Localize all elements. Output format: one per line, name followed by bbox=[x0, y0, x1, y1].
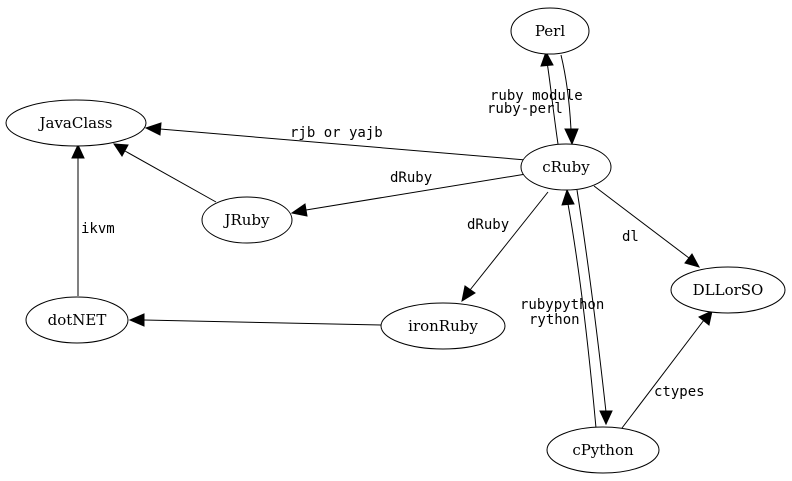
node-ellipse bbox=[5, 99, 147, 147]
arrow-head-icon bbox=[128, 313, 145, 327]
node-dllorso[interactable]: DLLorSO bbox=[670, 266, 786, 314]
edge-line bbox=[567, 203, 597, 429]
edge-line bbox=[305, 173, 527, 211]
edge-cruby-to-jruby bbox=[290, 173, 527, 217]
arrow-head-icon bbox=[684, 253, 701, 268]
edge-label-druby-jruby: dRuby bbox=[390, 170, 432, 186]
edge-line bbox=[560, 54, 572, 131]
node-jruby[interactable]: JRuby bbox=[201, 196, 293, 244]
node-label-ironruby: ironRuby bbox=[408, 317, 478, 335]
arrow-head-icon bbox=[564, 128, 579, 146]
edge-line bbox=[159, 128, 527, 161]
node-label-javaclass: JavaClass bbox=[38, 114, 113, 132]
node-ironruby[interactable]: ironRuby bbox=[380, 302, 506, 350]
edge-cruby-to-ironruby bbox=[461, 191, 549, 303]
arrow-head-icon bbox=[540, 50, 554, 67]
edge-line bbox=[621, 319, 705, 429]
arrow-head-icon bbox=[698, 310, 713, 326]
node-label-jruby: JRuby bbox=[222, 211, 270, 229]
node-label-cruby: cRuby bbox=[542, 158, 590, 176]
node-perl[interactable]: Perl bbox=[510, 7, 590, 55]
node-cpython[interactable]: cPython bbox=[546, 426, 660, 474]
node-label-dotnet: dotNET bbox=[48, 311, 107, 329]
node-label-perl: Perl bbox=[535, 22, 565, 40]
node-ellipse bbox=[510, 7, 590, 55]
arrow-head-icon bbox=[599, 410, 613, 426]
edge-label-ruby-perl: ruby-perl bbox=[487, 101, 563, 117]
edge-line bbox=[546, 61, 559, 145]
arrow-head-icon bbox=[144, 122, 162, 136]
edge-perl-to-cruby bbox=[560, 54, 579, 146]
edge-jruby-to-javaclass bbox=[113, 143, 217, 203]
edge-line bbox=[576, 189, 607, 413]
node-ellipse bbox=[201, 196, 293, 244]
edge-label-rython: rython bbox=[529, 312, 580, 328]
arrow-head-icon bbox=[113, 143, 129, 157]
edge-label-ruby-module: ruby module bbox=[490, 88, 583, 104]
edge-cpython-to-dllorso bbox=[621, 310, 713, 429]
edge-cruby-to-cpython bbox=[576, 189, 613, 426]
edge-ironruby-to-dotnet bbox=[128, 313, 382, 327]
edge-cpython-to-cruby bbox=[561, 188, 597, 429]
edge-line bbox=[124, 150, 217, 203]
arrow-head-icon bbox=[561, 188, 575, 206]
nodes: Perl JavaClass cRuby JRuby dotNET ironRu… bbox=[5, 7, 786, 474]
node-cruby[interactable]: cRuby bbox=[520, 143, 612, 191]
edge-label-ctypes: ctypes bbox=[654, 384, 705, 400]
edge-line bbox=[593, 185, 690, 259]
arrow-head-icon bbox=[290, 203, 308, 217]
edge-label-rjb-or-yajb: rjb or yajb bbox=[290, 125, 383, 141]
node-javaclass[interactable]: JavaClass bbox=[5, 99, 147, 147]
edge-label-ikvm: ikvm bbox=[81, 221, 115, 237]
edge-label-druby-ironruby: dRuby bbox=[467, 217, 509, 233]
node-label-dllorso: DLLorSO bbox=[693, 281, 764, 299]
edge-cruby-to-javaclass bbox=[144, 122, 527, 161]
node-ellipse bbox=[670, 266, 786, 314]
node-label-cpython: cPython bbox=[572, 441, 634, 459]
node-dotnet[interactable]: dotNET bbox=[25, 296, 129, 344]
edges: ruby module ruby-perl rjb or yajb dRuby … bbox=[71, 50, 713, 429]
node-ellipse bbox=[546, 426, 660, 474]
edge-cruby-to-dllorso bbox=[593, 185, 701, 268]
node-ellipse bbox=[520, 143, 612, 191]
edge-dotnet-to-javaclass bbox=[71, 143, 85, 296]
edge-line bbox=[469, 191, 549, 291]
arrow-head-icon bbox=[71, 143, 85, 159]
node-ellipse bbox=[25, 296, 129, 344]
edge-line bbox=[143, 319, 382, 326]
edge-label-dl: dl bbox=[622, 229, 639, 245]
edge-cruby-to-perl bbox=[540, 50, 559, 145]
node-ellipse bbox=[380, 302, 506, 350]
arrow-head-icon bbox=[461, 285, 476, 303]
edge-label-rubypython: rubypython bbox=[520, 297, 604, 313]
